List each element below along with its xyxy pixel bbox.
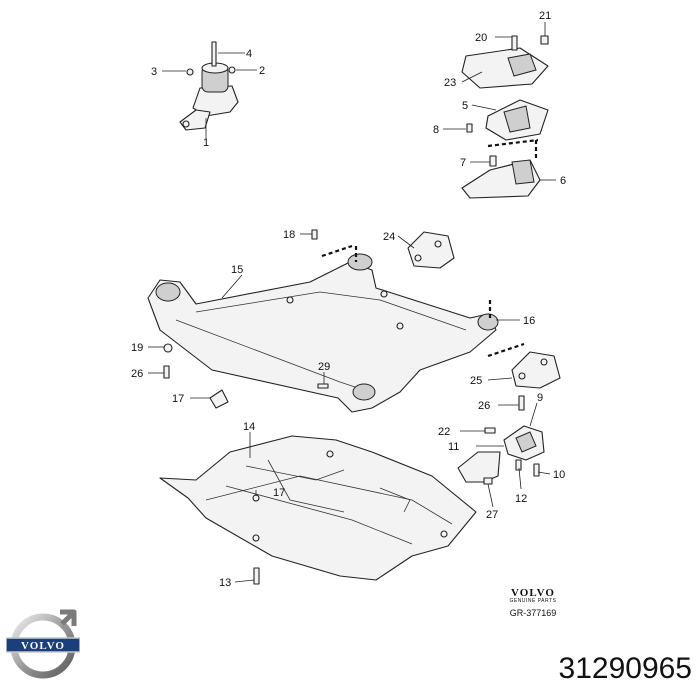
volvo-logo-icon: VOLVO — [6, 609, 80, 679]
callout-16: 16 — [523, 315, 535, 327]
callout-3: 3 — [151, 66, 157, 78]
callout-17a: 17 — [172, 393, 184, 405]
callout-22: 22 — [438, 426, 450, 438]
callout-18: 18 — [283, 229, 295, 241]
callout-29: 29 — [318, 361, 330, 373]
callout-8: 8 — [433, 124, 439, 136]
callout-25: 25 — [470, 375, 482, 387]
callout-17b: 17 — [273, 487, 285, 499]
logo-text: VOLVO — [21, 640, 65, 652]
callout-13: 13 — [219, 577, 231, 589]
underbody-shield-part-14 — [159, 435, 477, 581]
callout-14: 14 — [243, 421, 255, 433]
brand-subtitle: GENUINE PARTS — [509, 598, 557, 604]
callout-9: 9 — [537, 392, 543, 404]
callout-1: 1 — [203, 137, 209, 149]
callout-10: 10 — [553, 469, 565, 481]
brand-wordmark: VOLVO — [511, 587, 555, 599]
mount-bracket-part-24 — [407, 231, 455, 269]
fasteners — [163, 229, 525, 585]
callout-labels: 1 2 3 4 5 6 7 8 9 10 11 12 13 14 15 16 1… — [131, 10, 566, 589]
torque-rod-assembly — [457, 425, 545, 485]
callout-21: 21 — [539, 10, 551, 22]
front-subframe-part-15 — [147, 244, 525, 413]
callout-5: 5 — [462, 100, 468, 112]
callout-24: 24 — [383, 231, 395, 243]
callout-27: 27 — [486, 509, 498, 521]
callout-7: 7 — [460, 157, 466, 169]
callout-2: 2 — [259, 65, 265, 77]
callout-12: 12 — [515, 493, 527, 505]
part-number: 31290965 — [558, 652, 692, 685]
callout-19: 19 — [131, 342, 143, 354]
callout-26a: 26 — [131, 368, 143, 380]
callout-15: 15 — [231, 264, 243, 276]
callout-23: 23 — [444, 77, 456, 89]
volvo-genuine-parts-mark: VOLVO GENUINE PARTS GR-377169 — [488, 587, 578, 618]
callout-20: 20 — [475, 32, 487, 44]
callout-6: 6 — [560, 175, 566, 187]
leader-lines — [148, 22, 556, 583]
mount-bracket-part-25 — [511, 351, 561, 389]
diagram-reference-code: GR-377169 — [509, 608, 557, 618]
engine-mount-part-1 — [179, 41, 239, 131]
callout-4: 4 — [246, 48, 252, 60]
upper-right-mount-assembly — [461, 35, 549, 199]
callout-11: 11 — [448, 441, 459, 453]
callout-26b: 26 — [478, 400, 490, 412]
